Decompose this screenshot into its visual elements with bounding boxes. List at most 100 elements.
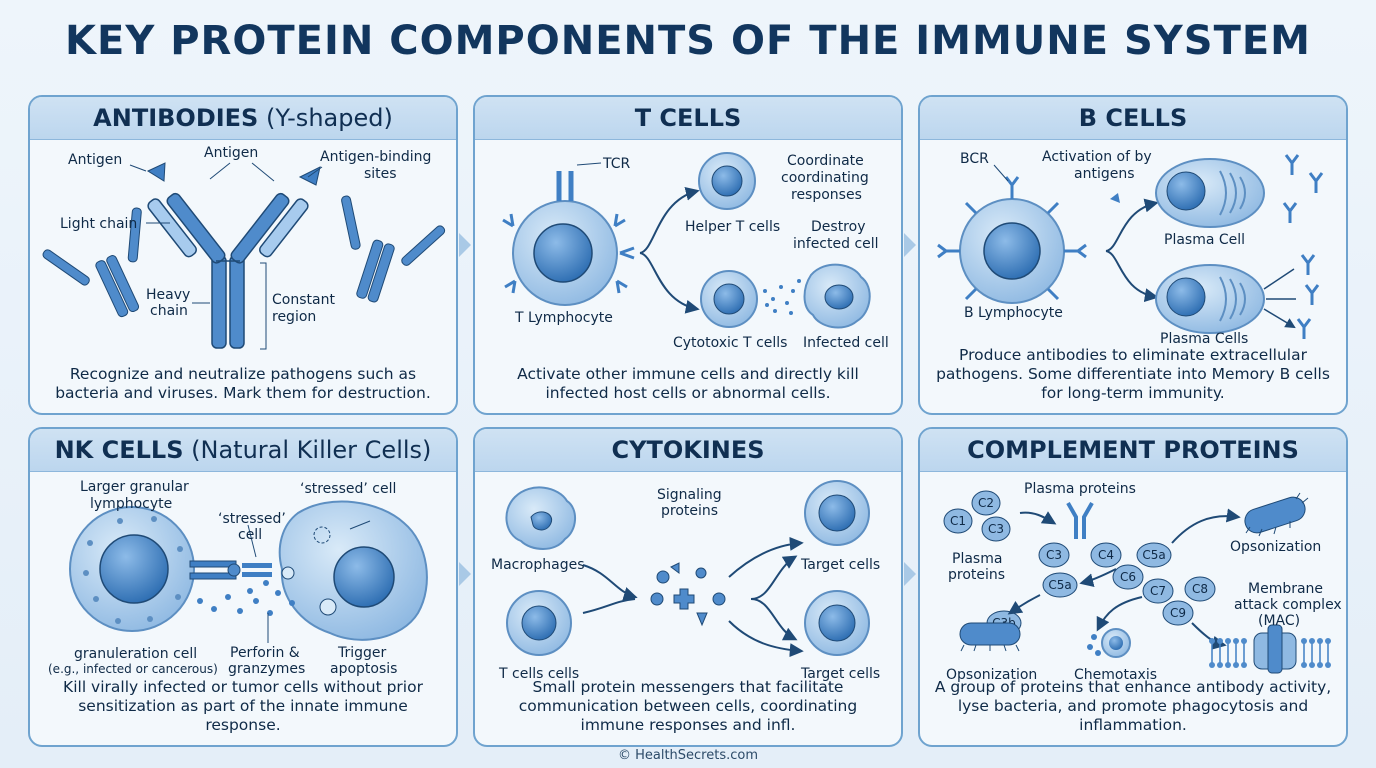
svg-text:C1: C1 [950, 514, 966, 528]
perforin-label-2: granzymes [228, 661, 305, 677]
membrane-label-1: Membrane [1248, 581, 1323, 597]
complement-header: COMPLEMENT PROTEINS [920, 429, 1346, 472]
cytokines-panel: CYTOKINES Macrophages [473, 427, 903, 747]
stressed-label-2: cell [238, 527, 262, 543]
coordinate-label-2: coordinating [781, 170, 869, 186]
svg-text:C6: C6 [1120, 570, 1136, 584]
heavy-chain-label-1: Heavy [146, 287, 190, 303]
bcells-illustration: BCR Activation of by antigens Plasma Cel… [937, 149, 1324, 347]
antibodies-description: Recognize and neutralize pathogens such … [55, 365, 431, 402]
antigen-top-label: Antigen [204, 145, 258, 161]
complement-description: A group of proteins that enhance antibod… [934, 678, 1332, 734]
infected-cell-label: Infected cell [803, 335, 889, 351]
signaling-label-1: Signaling [657, 487, 722, 503]
signaling-proteins [650, 562, 726, 627]
stressed-label-1: ‘stressed’ [218, 511, 286, 527]
opsonization-bottom-label: Opsonization [946, 667, 1037, 683]
bcells-header: B CELLS [920, 97, 1346, 140]
signaling-label-2: proteins [661, 503, 718, 519]
b-lymphocyte-label: B Lymphocyte [964, 305, 1063, 321]
protein-c7: C7 [1142, 578, 1174, 604]
stressed-cell [278, 500, 428, 641]
bacterium-opsonized-bottom [959, 622, 1021, 652]
complement-panel: COMPLEMENT PROTEINS C1 C2 C3 C3 C4 C5a C… [918, 427, 1348, 747]
bacterium-opsonized-top [1244, 492, 1309, 537]
destroy-label-2: infected cell [793, 236, 879, 252]
perforin-granules [197, 580, 295, 616]
helper-t-cell [698, 152, 756, 210]
complement-illustration: C1 C2 C3 C3 C4 C5a C5a C6 C7 C8 C9 C3b [943, 481, 1342, 683]
nkcells-subtitle: (Natural Killer Cells) [183, 436, 432, 464]
larger-granular-label-1: Larger granular [80, 479, 189, 495]
svg-text:C4: C4 [1098, 548, 1114, 562]
plasma-cells [1155, 264, 1265, 334]
target-cell-bottom [804, 590, 870, 656]
cytotoxic-label: Cytotoxic T cells [673, 335, 787, 351]
bcells-description: Produce antibodies to eliminate extracel… [936, 346, 1330, 402]
nkcells-panel: NK CELLS (Natural Killer Cells) [28, 427, 458, 747]
constant-region-label-2: region [272, 309, 316, 325]
t-cell [506, 590, 572, 656]
constant-region-label-1: Constant [272, 292, 335, 308]
chemotaxis-label: Chemotaxis [1074, 667, 1157, 683]
macrophage-cell [505, 486, 576, 550]
target-cell-top [804, 480, 870, 546]
nkcells-title: NK CELLS [54, 436, 184, 464]
membrane-label-2: attack complex [1234, 597, 1342, 613]
target-cells-bottom-label: Target cells [800, 666, 880, 682]
nkcells-header: NK CELLS (Natural Killer Cells) [30, 429, 456, 472]
chevron-right-icon [459, 233, 471, 257]
chemotaxis-cell [1087, 628, 1131, 658]
svg-text:C5a: C5a [1142, 548, 1165, 562]
granule-dots [763, 279, 801, 315]
heavy-chain-label-2: chain [150, 303, 188, 319]
b-lymphocyte-cell [937, 176, 1087, 304]
bcells-panel: B CELLS BCR Activat [918, 95, 1348, 415]
svg-text:C3: C3 [1046, 548, 1062, 562]
chevron-right-icon [459, 562, 471, 586]
antibodies-subtitle: (Y-shaped) [258, 104, 393, 132]
main-antibody [147, 192, 309, 349]
protein-c8: C8 [1184, 576, 1216, 602]
protein-c1: C1 [943, 508, 973, 534]
bcr-label: BCR [960, 151, 989, 167]
cytotoxic-t-cell [700, 270, 758, 328]
trigger-label-1: Trigger [337, 645, 387, 661]
antibodies-title: ANTIBODIES [93, 104, 259, 132]
footer-credit: © HealthSecrets.com [617, 748, 759, 763]
plasma-cell-label: Plasma Cell [1164, 232, 1245, 248]
svg-text:C9: C9 [1170, 606, 1186, 620]
cytokines-description: Small protein messengers that facilitate… [518, 678, 858, 734]
tcells-description: Activate other immune cells and directly… [517, 365, 859, 402]
nk-cell [69, 506, 195, 632]
tcells-panel: T CELLS TCR T Lymphocyte [473, 95, 903, 415]
free-antibodies [1282, 154, 1324, 339]
protein-c2: C2 [971, 490, 1001, 516]
protein-c4: C4 [1090, 542, 1122, 568]
nkcells-description: Kill virally infected or tumor cells wit… [63, 678, 423, 734]
granulation-label-2: (e.g., infected or cancerous) [48, 662, 218, 676]
chevron-right-icon [904, 233, 916, 257]
activation-label-1: Activation of by [1042, 149, 1152, 165]
plasma-proteins-label-1: Plasma [952, 551, 1002, 567]
protein-c6: C6 [1112, 564, 1144, 590]
antibodies-header: ANTIBODIES (Y-shaped) [30, 97, 456, 140]
binding-sites-label-1: Antigen-binding [320, 149, 431, 165]
larger-granular-label-2: lymphocyte [90, 496, 172, 512]
protein-c3: C3 [981, 516, 1011, 542]
small-antibody-left [42, 207, 142, 318]
svg-text:C7: C7 [1150, 584, 1166, 598]
svg-text:C3: C3 [988, 522, 1004, 536]
light-chain-label: Light chain [60, 216, 137, 232]
plasma-proteins-top-label: Plasma proteins [1024, 481, 1136, 497]
protein-c5a: C5a [1042, 572, 1078, 598]
tcells-illustration: TCR T Lymphocyte Coordinate coordinating… [502, 152, 889, 351]
svg-text:C2: C2 [978, 496, 994, 510]
plasma-cells-label: Plasma Cells [1160, 331, 1248, 347]
antibody-y [1066, 502, 1094, 539]
protein-c5a-top: C5a [1136, 542, 1172, 568]
protein-c3-b: C3 [1038, 542, 1070, 568]
t-lymphocyte-label: T Lymphocyte [514, 310, 613, 326]
svg-text:C5a: C5a [1048, 578, 1071, 592]
t-cells-label: T cells cells [498, 666, 579, 682]
